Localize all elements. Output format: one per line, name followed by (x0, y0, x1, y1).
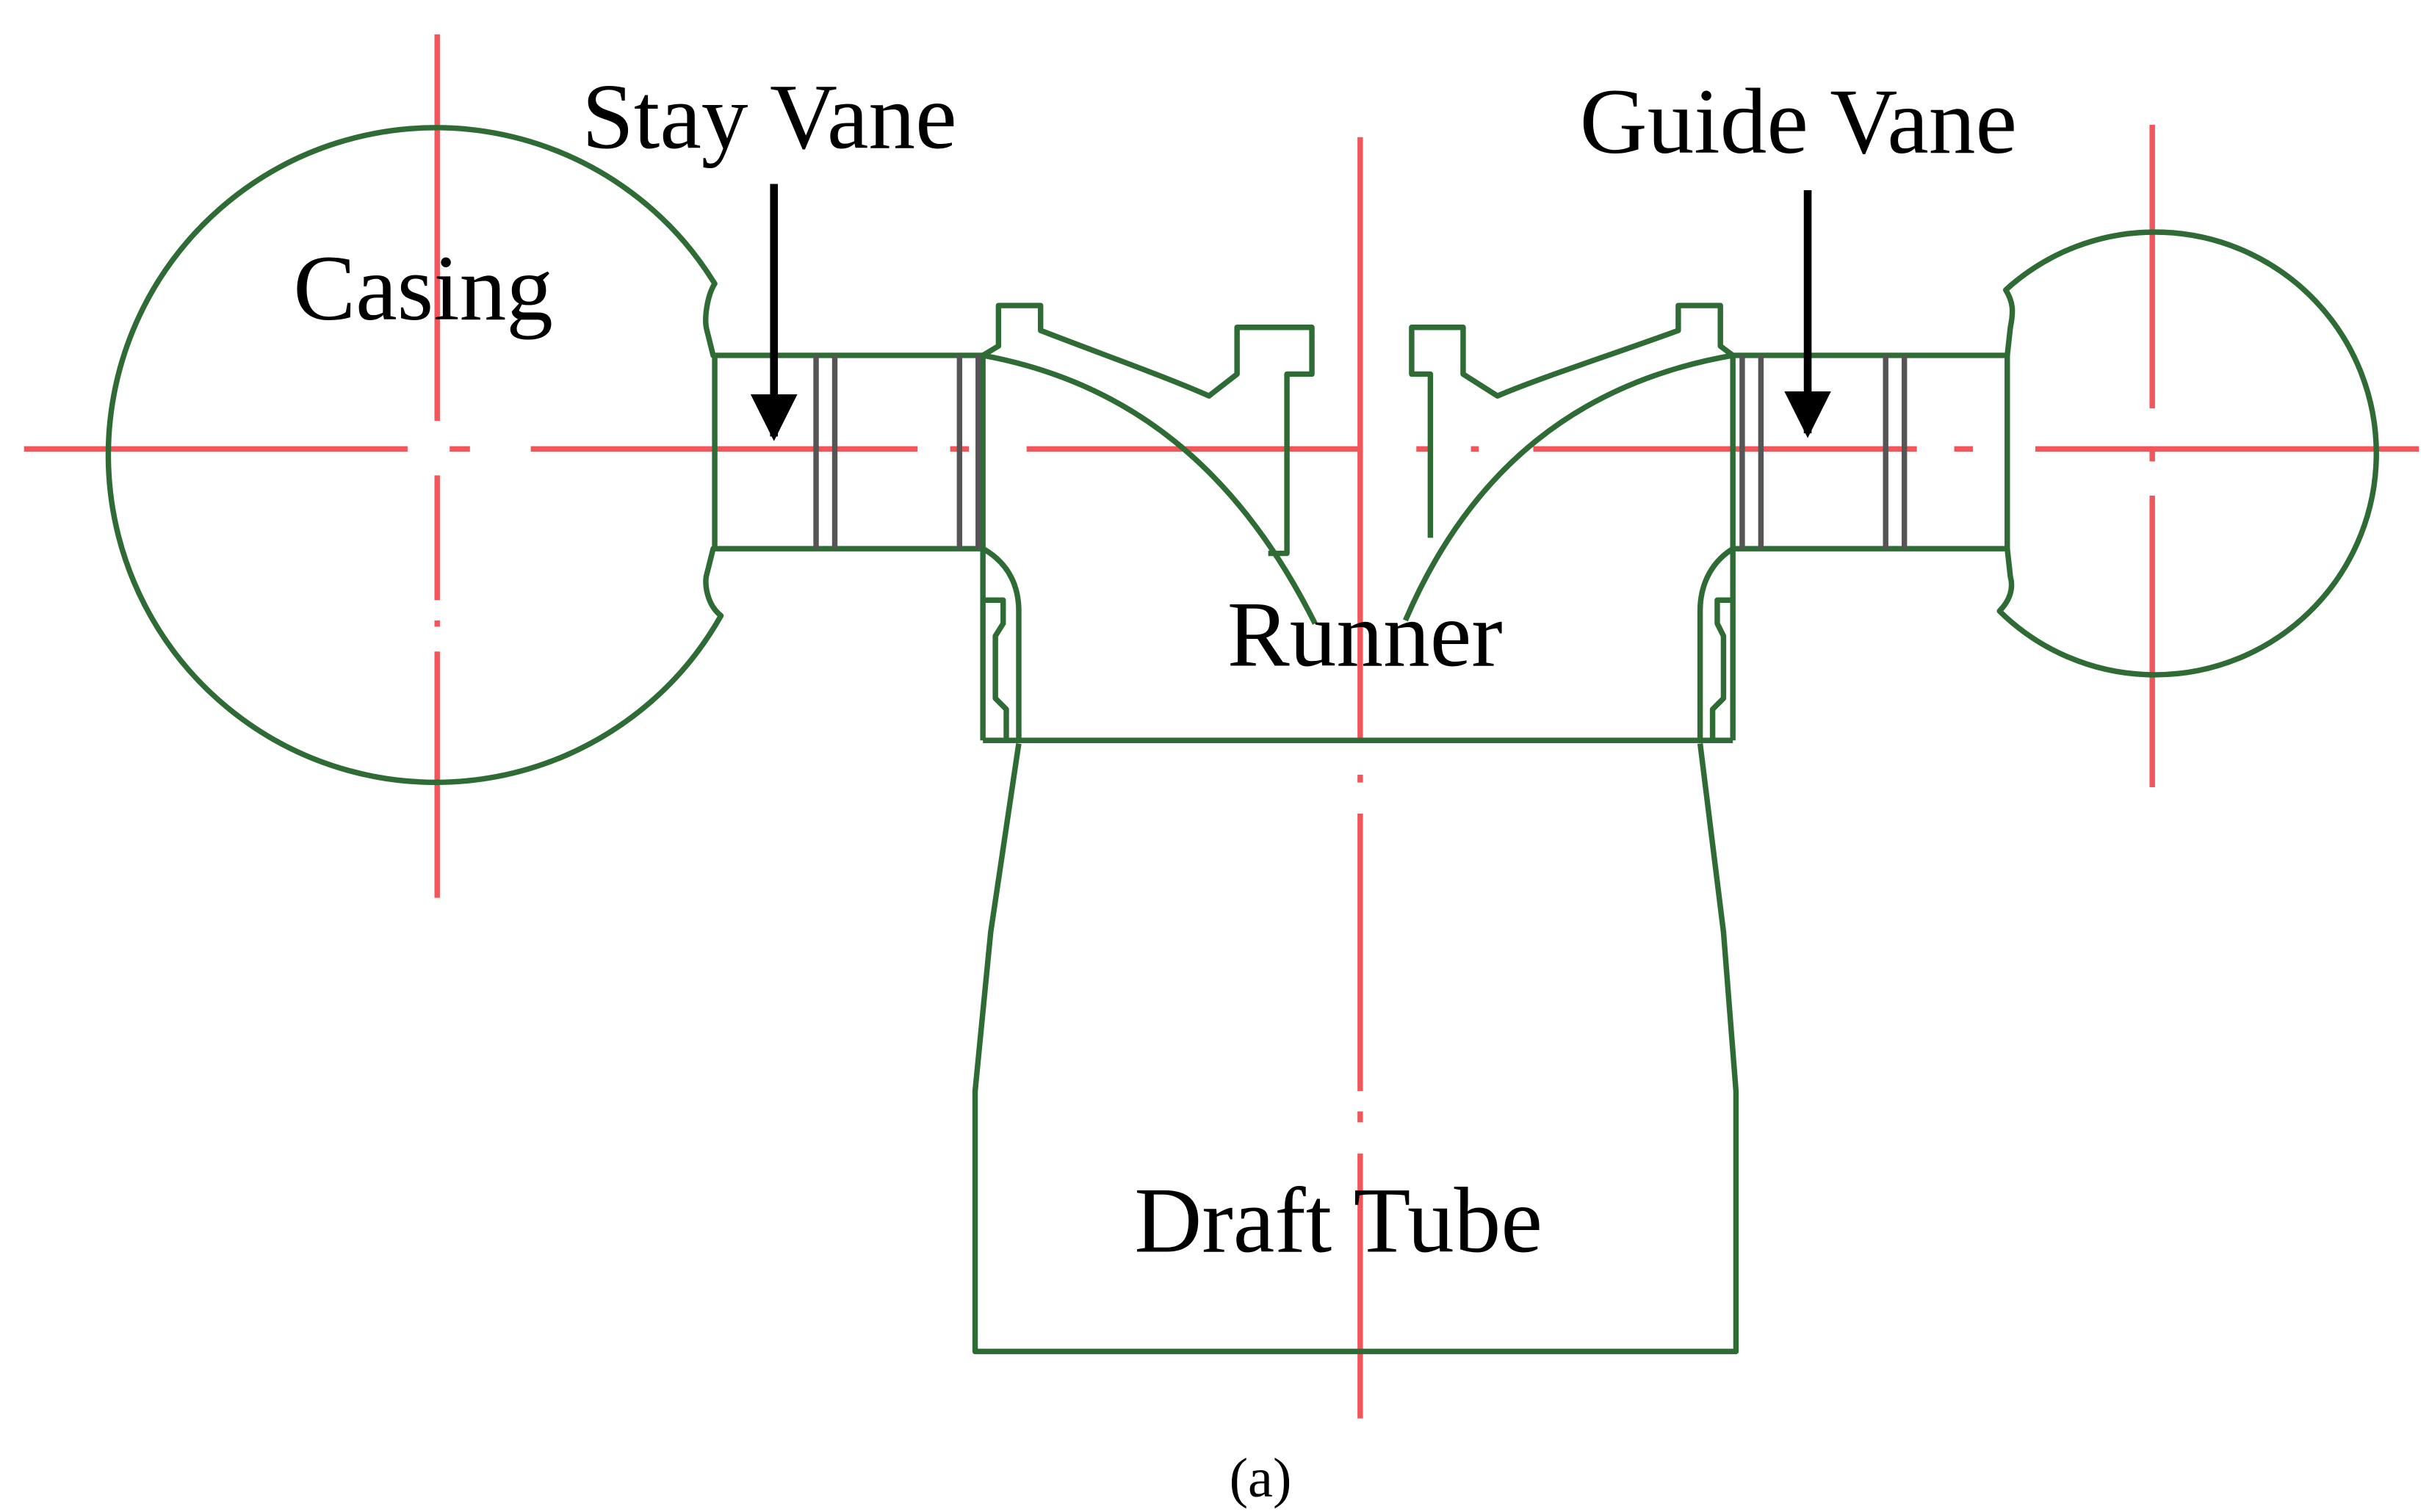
figure-caption: (a) (1230, 1447, 1292, 1509)
label-runner: Runner (1227, 582, 1503, 686)
runner-blade-right (1402, 352, 1733, 622)
casing-left (105, 125, 986, 786)
runner-blade-left (982, 352, 1318, 625)
label-draft-tube: Draft Tube (1134, 1169, 1542, 1273)
lower-ring-right (1697, 546, 1736, 741)
leader-arrows (750, 184, 1831, 441)
machine-outline (105, 125, 2379, 1355)
stay-vanes-right (1739, 355, 1908, 549)
label-casing: Casing (293, 236, 553, 340)
lower-ring-left (980, 546, 1022, 741)
draft-tube (972, 742, 1739, 1355)
label-stay-vane: Stay Vane (582, 65, 957, 169)
head-cover-left (981, 303, 1315, 557)
label-guide-vane: Guide Vane (1580, 70, 2017, 173)
head-cover-right (1409, 303, 1735, 538)
casing-right (1730, 229, 2379, 678)
stay-vanes-left (813, 355, 981, 549)
labels: Casing Stay Vane Guide Vane Runner Draft… (293, 65, 2017, 1509)
